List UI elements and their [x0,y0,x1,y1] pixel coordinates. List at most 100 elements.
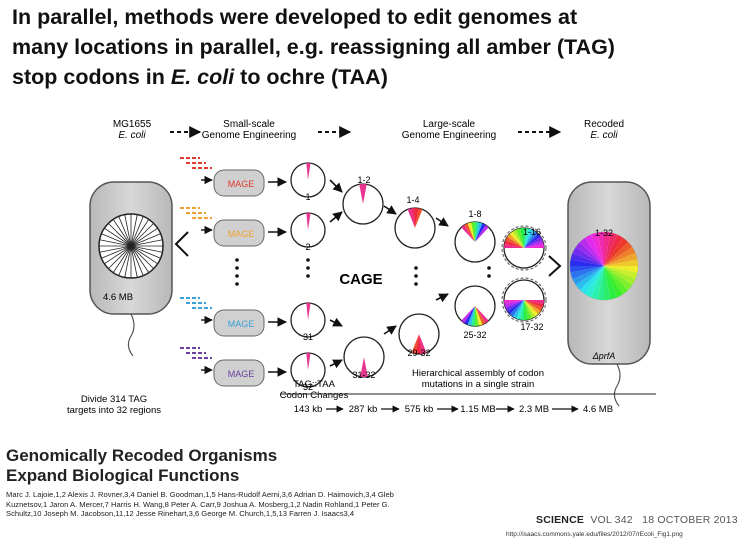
recoded-slice [572,266,604,285]
recoded-slice [575,241,604,266]
recoded-slice [572,247,604,266]
pie-1-16 [503,227,545,269]
flagellum [127,313,135,357]
pie-slice [475,222,483,242]
genome-spoke [112,245,132,273]
pie-slice [461,306,475,323]
pie-slice [507,233,524,248]
pie-slice [475,306,486,325]
genome-spoke [130,245,163,253]
genome-spoke [112,219,132,247]
mage-cell [213,169,265,197]
genome-spoke [130,245,161,259]
recoded-slice [570,259,604,266]
pie-slice [512,300,524,319]
pie-slice [475,223,486,242]
pie-slice [415,208,419,228]
genome-spoke [130,245,144,276]
pie-slice [419,334,423,354]
genome-spoke [99,239,132,247]
scale-tick-label: 2.3 MB [519,404,549,415]
genome-spoke [130,245,150,273]
recoded-slice [604,266,633,291]
pie-slice [359,184,363,204]
genome-spoke [104,227,132,247]
mage-cell [213,359,265,387]
pie-slice [467,306,475,326]
pie-slice [524,231,539,248]
pie-slice [516,300,524,320]
tag-taa-label-2: Codon Changes [280,390,349,401]
split-chevron [174,231,189,257]
genome-spoke [130,219,150,247]
pie-slice [360,357,364,377]
recoded-slice [604,241,633,266]
recoded-slice [604,252,638,266]
mage-cell [213,219,265,247]
pie-slice [504,240,524,248]
label-1-4: 1-4 [406,195,419,205]
hierarchical-label-1: Hierarchical assembly of codon [412,368,544,379]
pie-slice [524,300,536,319]
pie-slice [419,334,427,354]
label-1-2: 1-2 [357,175,370,185]
genome-spoke [99,245,132,253]
mage-label: MAGE [228,179,255,189]
recoded-slice [570,266,604,280]
ecoli-italic: E. coli [170,65,235,89]
pie-1-8 [454,221,496,263]
pie-slice [471,221,475,242]
scale-tick-label: 4.6 MB [583,404,613,415]
recoded-slice [604,266,611,300]
scale-tick-label: 287 kb [349,404,378,415]
genome-spoke [130,245,138,278]
paper-title-line1: Genomically Recoded Organisms [6,446,278,465]
pie-slice [306,163,311,180]
pie-slice [509,300,524,317]
paper-title-line2: Expand Biological Functions [6,466,240,485]
mage-label: MAGE [228,229,255,239]
recoded-slice [604,266,629,295]
pie-slice [524,236,543,248]
pie-slice [524,244,544,248]
genome-spoke [130,216,144,247]
recoded-slice [604,259,638,266]
delta-prfa-label: ΔprfA [592,351,616,361]
mage-cell [213,309,265,337]
pie-number: 31 [303,332,313,342]
journal-volume: VOL 342 [590,514,633,526]
genome-spoke [104,245,132,265]
recoded-slice [585,266,604,298]
parent-cell: 4.6 MB [89,181,173,357]
pie-slice [464,223,475,242]
label-17-32: 17-32 [520,322,543,332]
genome-spoke [130,214,138,247]
genome-spoke [101,233,132,247]
recoded-slice [579,266,604,295]
pie-slice [509,231,524,248]
divide-label-2: targets into 32 regions [67,405,161,416]
genome-spoke [108,223,132,247]
slide-title-line2: many locations in parallel, e.g. reassig… [12,35,615,59]
label-31-32: 31-32 [352,370,375,380]
mage-row: MAGE 1 [180,157,326,202]
pie-slice [461,225,475,242]
pie-slice [306,303,311,320]
hierarchical-label-2: mutations in a single strain [422,379,534,390]
pie-slice [475,306,489,323]
stage-arrows [329,179,449,369]
pie-slice [524,233,541,248]
genome-spoke [130,245,154,269]
pie-slice [524,300,541,315]
genome-spoke [124,245,132,278]
pie-slice [475,306,483,326]
small-scale-label-2: Genome Engineering [202,130,297,141]
scale-tick-label: 575 kb [405,404,434,415]
journal-name: SCIENCE [536,514,585,526]
label-1-32: 1-32 [595,228,613,238]
pie-number: 1 [305,192,310,202]
slide-title-line1: In parallel, methods were developed to e… [12,5,578,29]
